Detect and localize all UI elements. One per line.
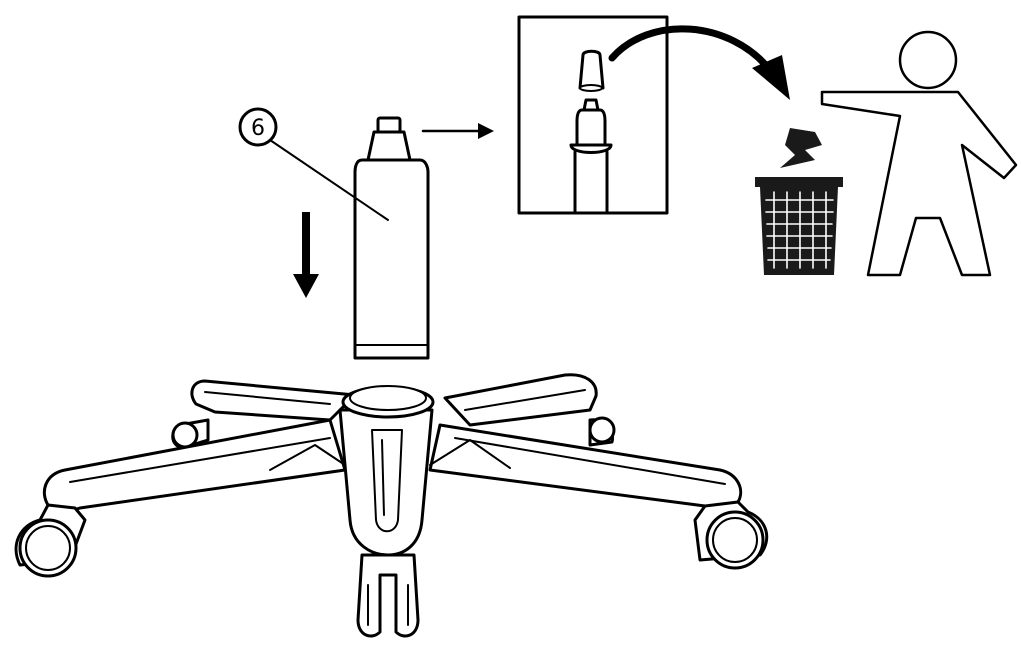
trash-bin-icon bbox=[755, 177, 843, 275]
discarded-cap-icon bbox=[780, 128, 822, 168]
part-callout: 6 bbox=[238, 107, 389, 221]
chair-base bbox=[14, 373, 769, 638]
part-number-label: 6 bbox=[251, 116, 265, 141]
curved-arrow-icon bbox=[608, 25, 790, 100]
gas-lift-cylinder bbox=[353, 116, 430, 360]
caster-wheel bbox=[693, 500, 769, 570]
caster-wheel bbox=[14, 503, 87, 578]
right-arrow-icon bbox=[421, 123, 494, 139]
detail-inset bbox=[517, 15, 669, 215]
protective-cap-icon bbox=[578, 49, 605, 92]
person-figure-icon bbox=[820, 30, 1018, 277]
caster-wheel bbox=[588, 416, 616, 447]
down-arrow-icon bbox=[293, 212, 319, 298]
